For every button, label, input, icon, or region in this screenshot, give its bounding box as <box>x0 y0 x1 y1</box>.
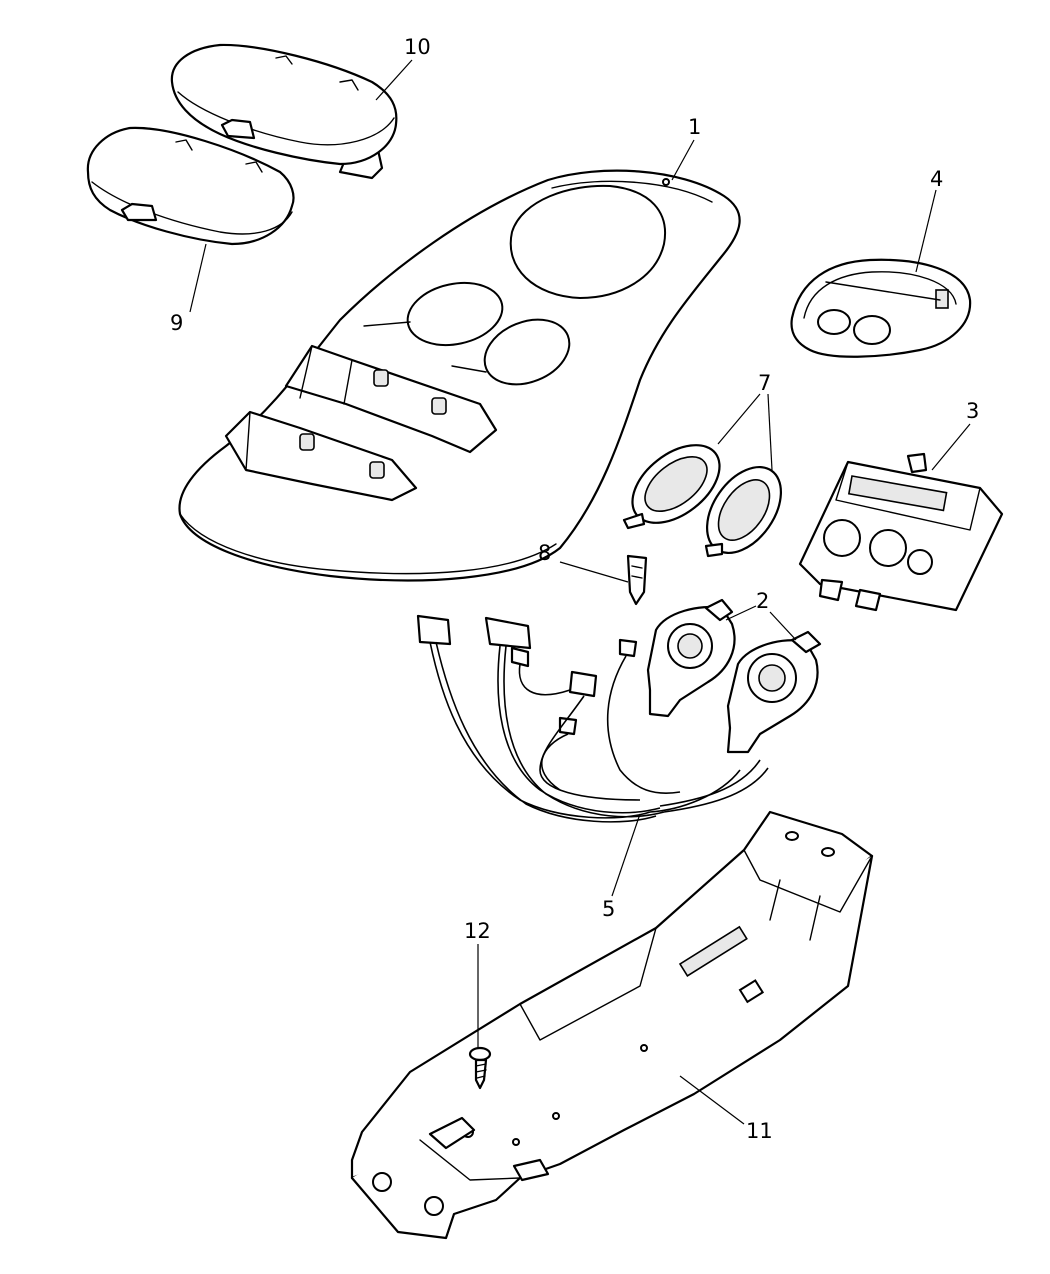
callout-12: 12 <box>464 919 491 943</box>
callout-4: 4 <box>930 167 943 191</box>
callout-5: 5 <box>602 897 615 921</box>
callout-10: 10 <box>404 35 431 59</box>
part-12-screw <box>468 1046 492 1090</box>
callout-1: 1 <box>688 115 701 139</box>
part-7-lamp-lenses <box>622 444 783 558</box>
leader-lines <box>189 59 971 1125</box>
part-11-mounting-bracket <box>350 810 874 1240</box>
part-1-console-housing <box>178 169 741 582</box>
part-5-wiring-harness <box>416 614 769 823</box>
callout-8: 8 <box>538 541 551 565</box>
callout-labels: 10 1 4 7 3 9 8 2 5 12 11 <box>170 35 979 1143</box>
part-2-lamp-sockets <box>646 598 822 754</box>
part-9-lamp-cover <box>86 126 295 246</box>
callout-2: 2 <box>756 589 769 613</box>
part-8-bulb <box>626 554 648 606</box>
callout-3: 3 <box>966 399 979 423</box>
callout-9: 9 <box>170 311 183 335</box>
part-10-lamp-cover <box>170 43 398 180</box>
callout-7: 7 <box>758 371 771 395</box>
part-4-bezel <box>790 258 972 358</box>
callout-11: 11 <box>746 1119 773 1143</box>
part-3-switch-module <box>798 452 1004 612</box>
